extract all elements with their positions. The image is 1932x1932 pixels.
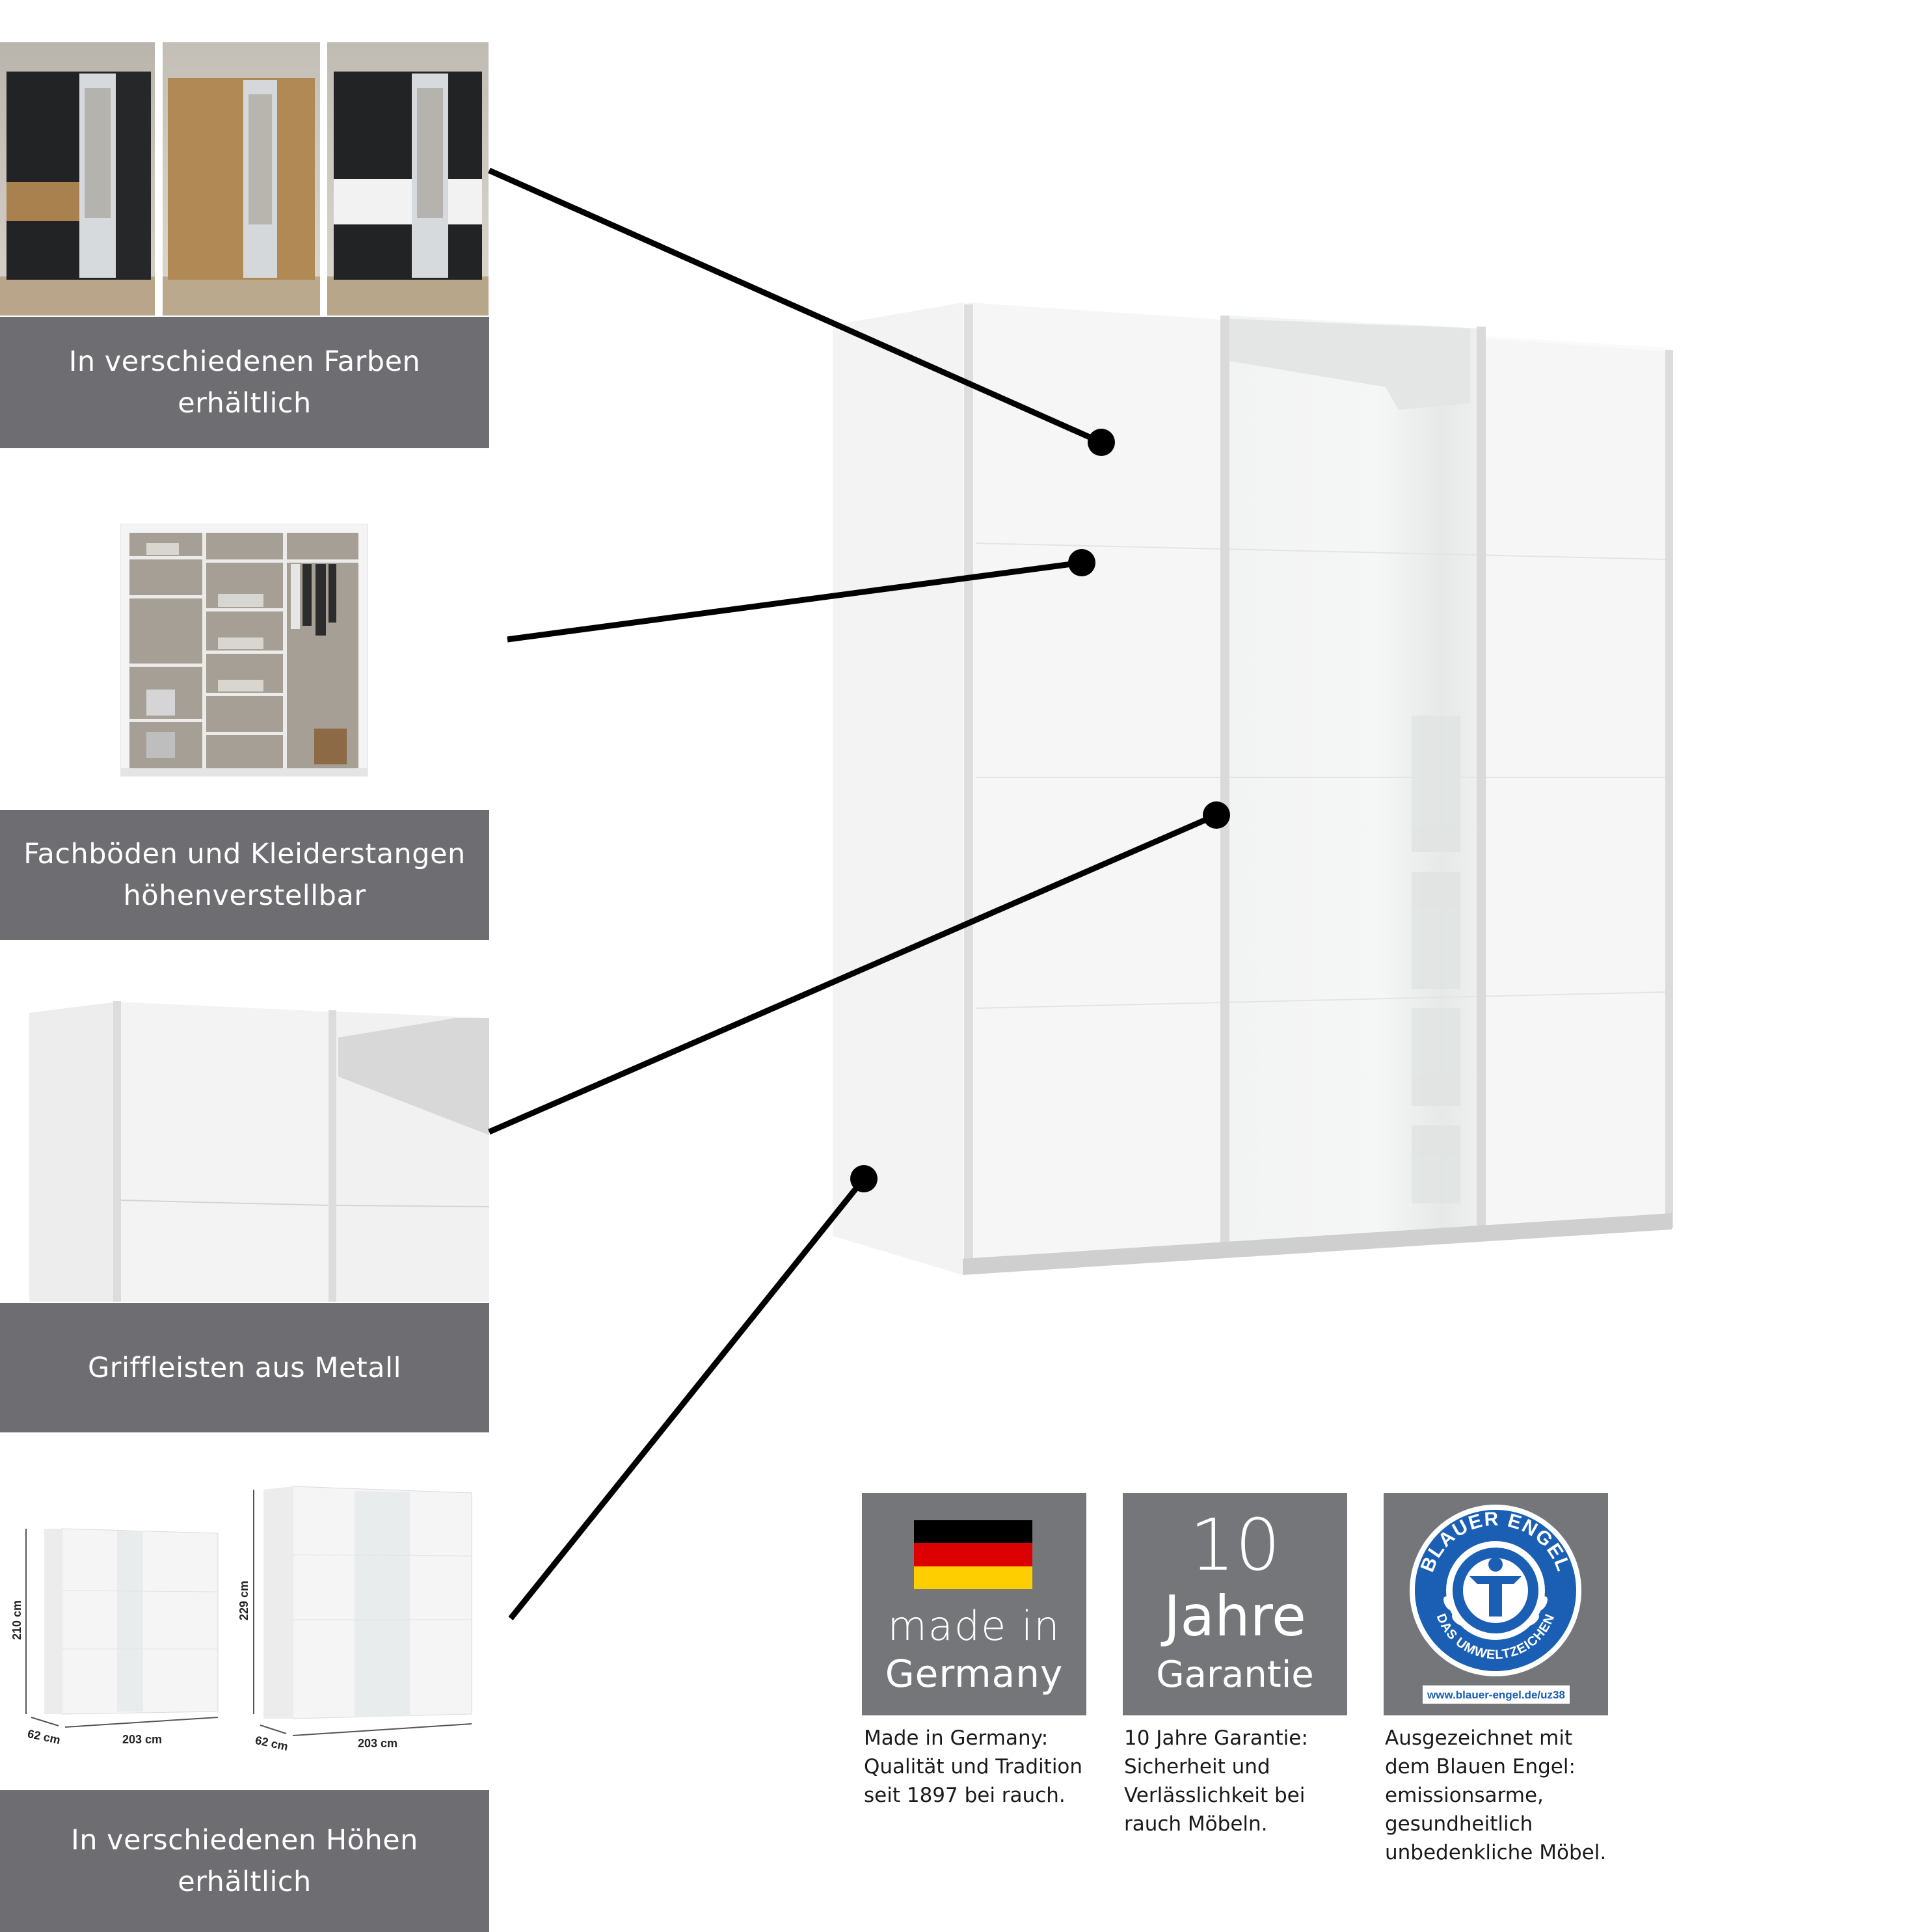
wardrobe-variant-black-white [327, 42, 489, 315]
badge-blauer-engel: BLAUER ENGEL DAS UMWELTZEICHEN www.blaue… [1384, 1493, 1608, 1715]
wardrobe-main-image [826, 299, 1698, 1288]
caption-engel-line2: dem Blauen Engel: [1385, 1755, 1576, 1778]
feature-label-handles: Griffleisten aus Metall [0, 1303, 489, 1432]
feature-label-heights: In verschiedenen Höhen erhältlich [0, 1790, 489, 1932]
badge-made-in-germany: made in Germany [862, 1493, 1086, 1715]
wardrobe-variant-black-oak [0, 42, 155, 315]
caption-warranty: 10 Jahre Garantie: Sicherheit und Verläs… [1124, 1724, 1358, 1838]
caption-germany-line3: seit 1897 bei rauch. [864, 1784, 1066, 1807]
feature-colors-line2: erhältlich [178, 387, 312, 420]
feature-interior-line1: Fachböden und Kleiderstangen [23, 838, 466, 870]
dimension-drawing-large [247, 1483, 481, 1756]
german-flag-icon [914, 1520, 1032, 1589]
wardrobe-interior-image [120, 523, 387, 779]
feature-heights-line2: erhältlich [178, 1866, 312, 1898]
wardrobe-variant-oak [163, 42, 320, 315]
caption-germany-line2: Qualität und Tradition [864, 1755, 1083, 1778]
feature-interior-line2: höhenverstellbar [123, 879, 366, 912]
caption-engel-line4: gesundheitlich [1385, 1812, 1533, 1836]
badge-warranty-line1: Jahre [1164, 1584, 1306, 1649]
badge-warranty-line2: Garantie [1156, 1654, 1314, 1696]
small-width-label: 203 cm [122, 1733, 163, 1746]
caption-germany-line1: Made in Germany: [864, 1726, 1049, 1750]
caption-made-in-germany: Made in Germany: Qualität und Tradition … [864, 1724, 1098, 1810]
large-width-label: 203 cm [358, 1737, 398, 1750]
caption-warranty-line3: Verlässlichkeit bei [1124, 1784, 1306, 1807]
feature-label-colors: In verschiedenen Farben erhältlich [0, 317, 489, 448]
badge-warranty-number: 10 [1189, 1503, 1281, 1587]
feature-label-interior: Fachböden und Kleiderstangen höhenverste… [0, 810, 489, 940]
feature-colors-line1: In verschiedenen Farben [68, 345, 421, 378]
badge-germany-line2: Germany [885, 1652, 1064, 1696]
caption-engel-line3: emissionsarme, [1385, 1784, 1544, 1807]
blauer-engel-logo-icon: BLAUER ENGEL DAS UMWELTZEICHEN www.blaue… [1410, 1505, 1581, 1704]
caption-warranty-line2: Sicherheit und [1124, 1755, 1270, 1778]
handle-detail-image [0, 999, 490, 1302]
caption-warranty-line4: rauch Möbeln. [1124, 1812, 1268, 1836]
feature-handles-title: Griffleisten aus Metall [87, 1351, 402, 1384]
badge-germany-line1: made in [887, 1602, 1061, 1650]
feature-heights-line1: In verschiedenen Höhen [71, 1824, 418, 1857]
engel-url: www.blauer-engel.de/uz38 [1427, 1689, 1565, 1701]
caption-warranty-line1: 10 Jahre Garantie: [1124, 1726, 1308, 1750]
caption-engel-line1: Ausgezeichnet mit [1385, 1726, 1573, 1750]
dimension-drawing-small [13, 1519, 228, 1753]
badge-warranty: 10 Jahre Garantie [1123, 1493, 1347, 1715]
caption-blauer-engel: Ausgezeichnet mit dem Blauen Engel: emis… [1385, 1724, 1619, 1867]
caption-engel-line5: unbedenkliche Möbel. [1385, 1841, 1607, 1864]
